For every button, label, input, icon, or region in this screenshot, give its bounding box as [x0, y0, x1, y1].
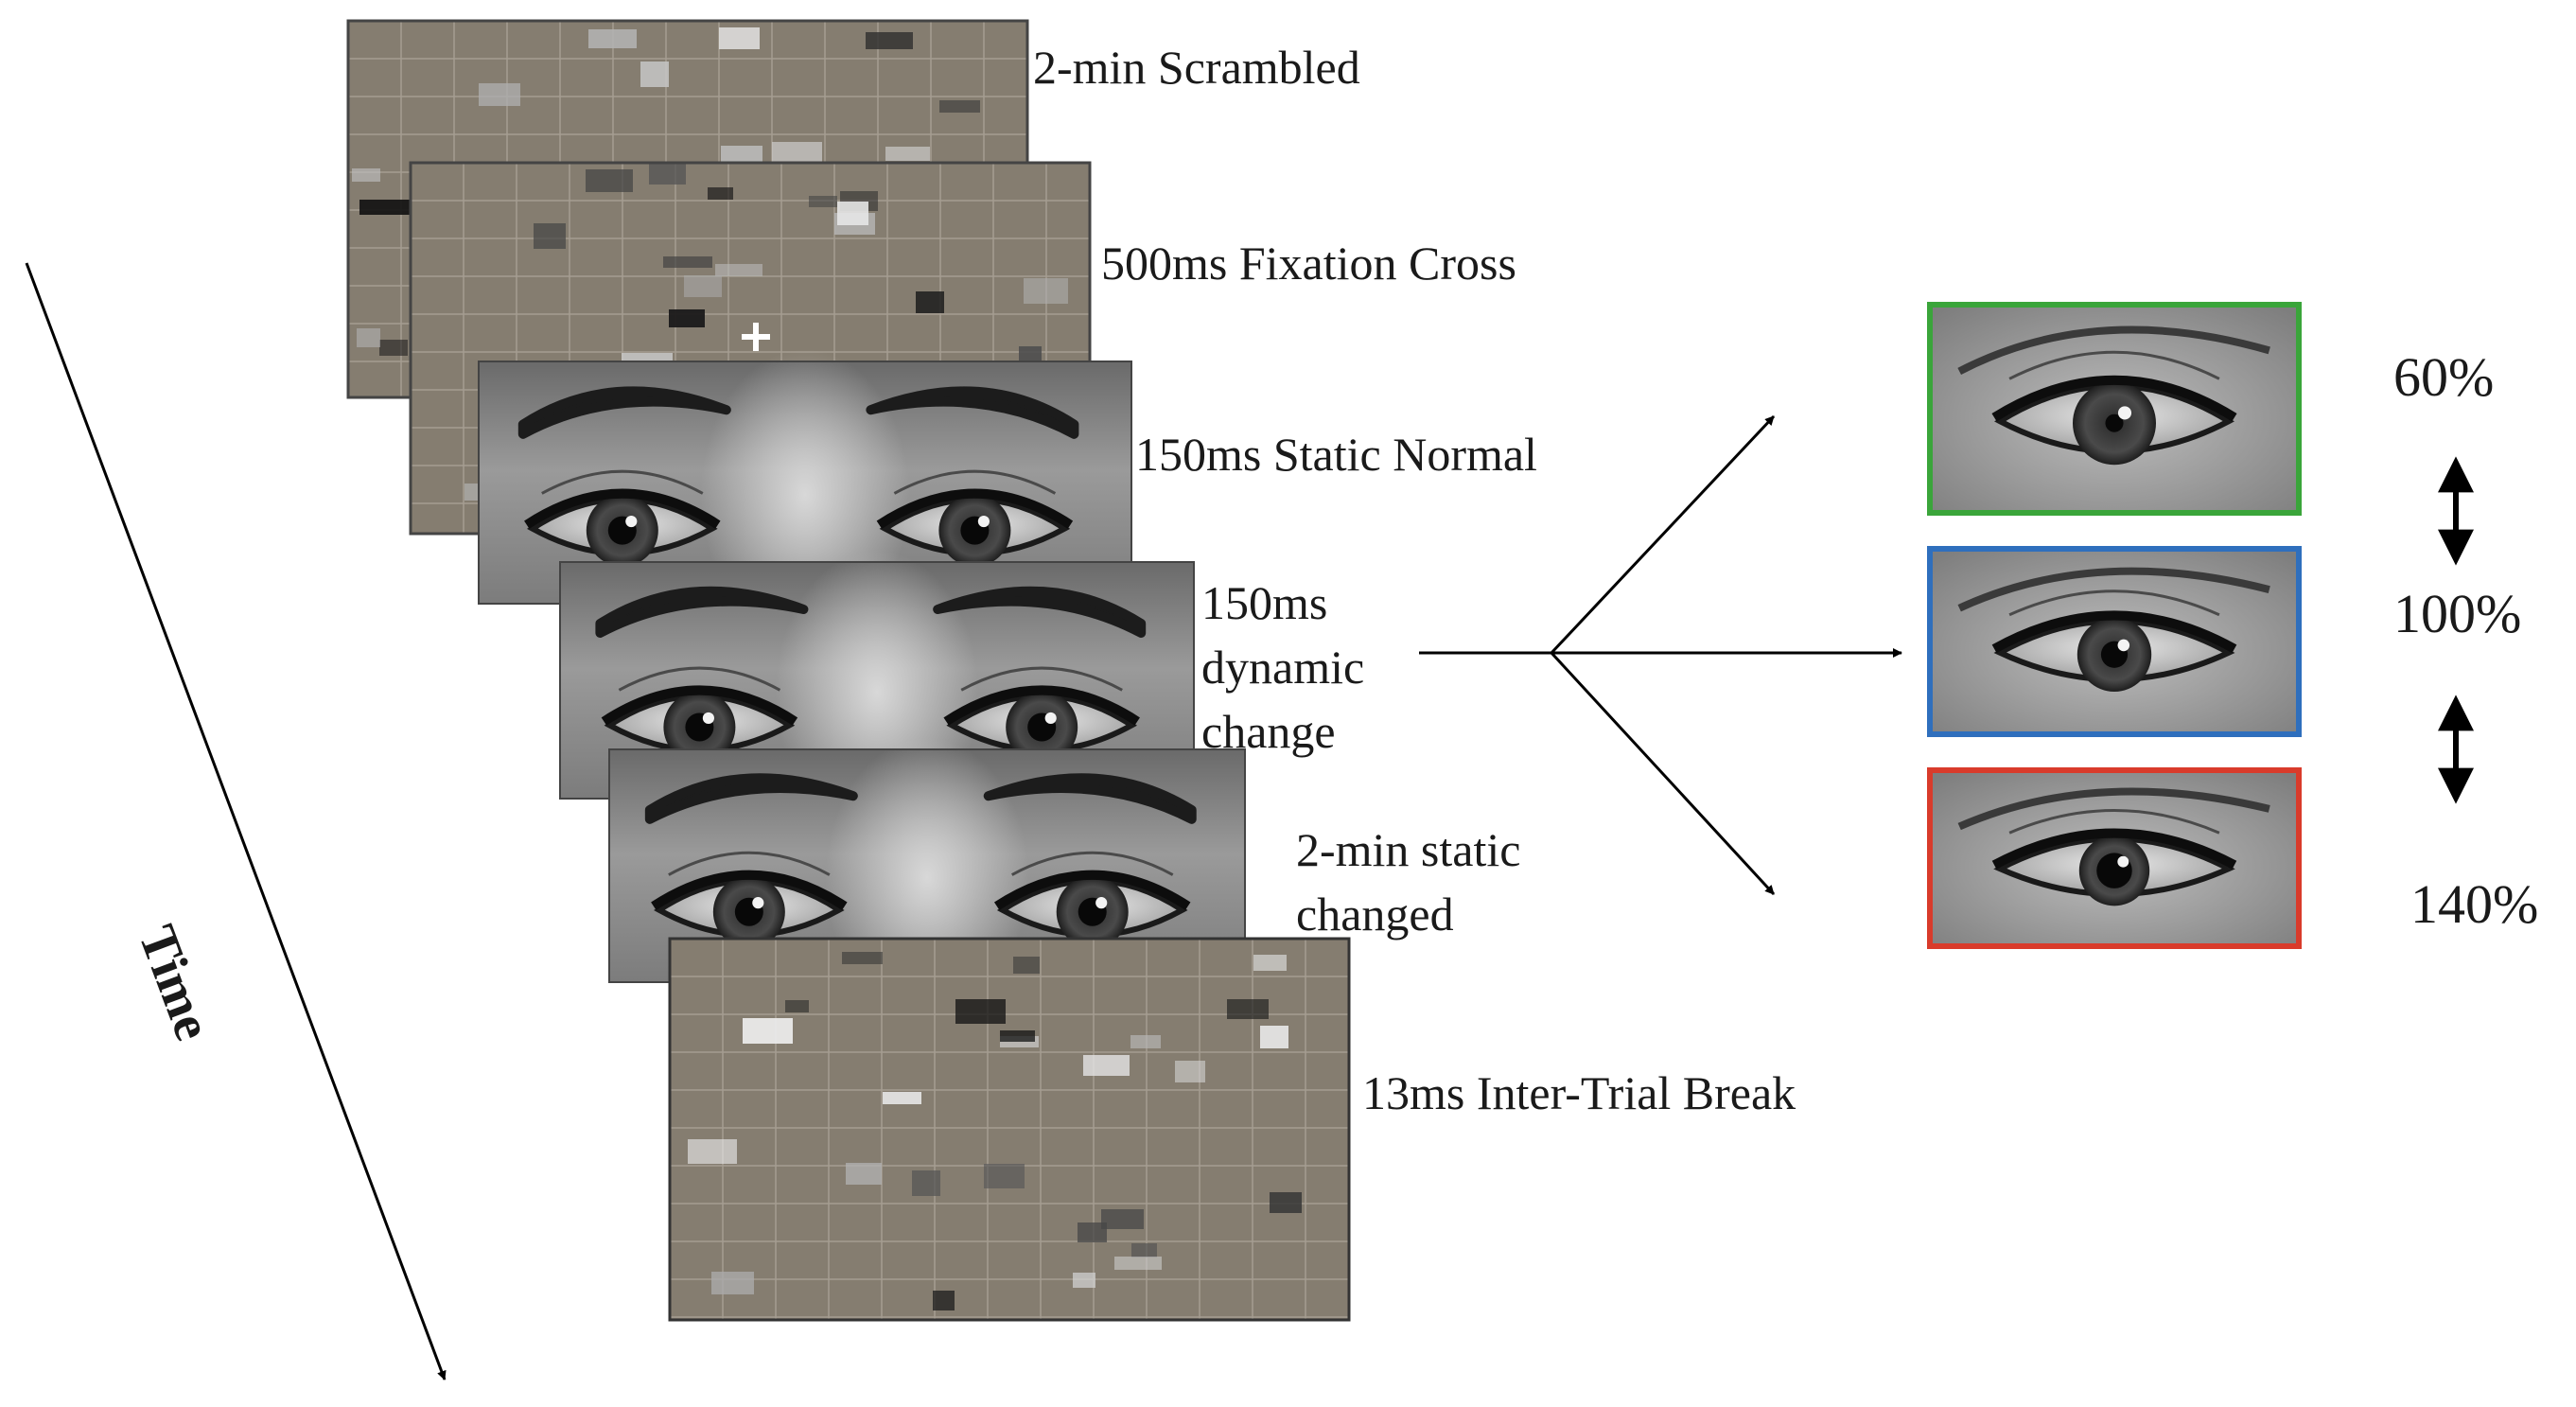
- condition-panel-100: [1927, 546, 2302, 737]
- time-arrow: [25, 262, 447, 1381]
- condition-label-60: 60%: [2393, 346, 2494, 408]
- label-dynamic-change: 150ms dynamic change: [1201, 576, 1376, 758]
- time-label: Time: [127, 918, 222, 1047]
- branch-arrows: [1419, 414, 1902, 896]
- label-inter-trial-break: 13ms Inter-Trial Break: [1362, 1066, 1796, 1119]
- condition-label-140: 140%: [2410, 873, 2538, 935]
- label-static-changed: 2-min static changed: [1296, 823, 1533, 941]
- label-scrambled: 2-min Scrambled: [1033, 41, 1360, 94]
- condition-label-100: 100%: [2393, 583, 2521, 644]
- label-fixation: 500ms Fixation Cross: [1101, 237, 1516, 290]
- label-static-normal: 150ms Static Normal: [1135, 428, 1537, 481]
- fixation-cross-icon: [742, 323, 770, 351]
- condition-panel-140: [1927, 767, 2302, 949]
- condition-panel-60: [1927, 302, 2302, 516]
- frame-inter-trial-break: [668, 937, 1351, 1322]
